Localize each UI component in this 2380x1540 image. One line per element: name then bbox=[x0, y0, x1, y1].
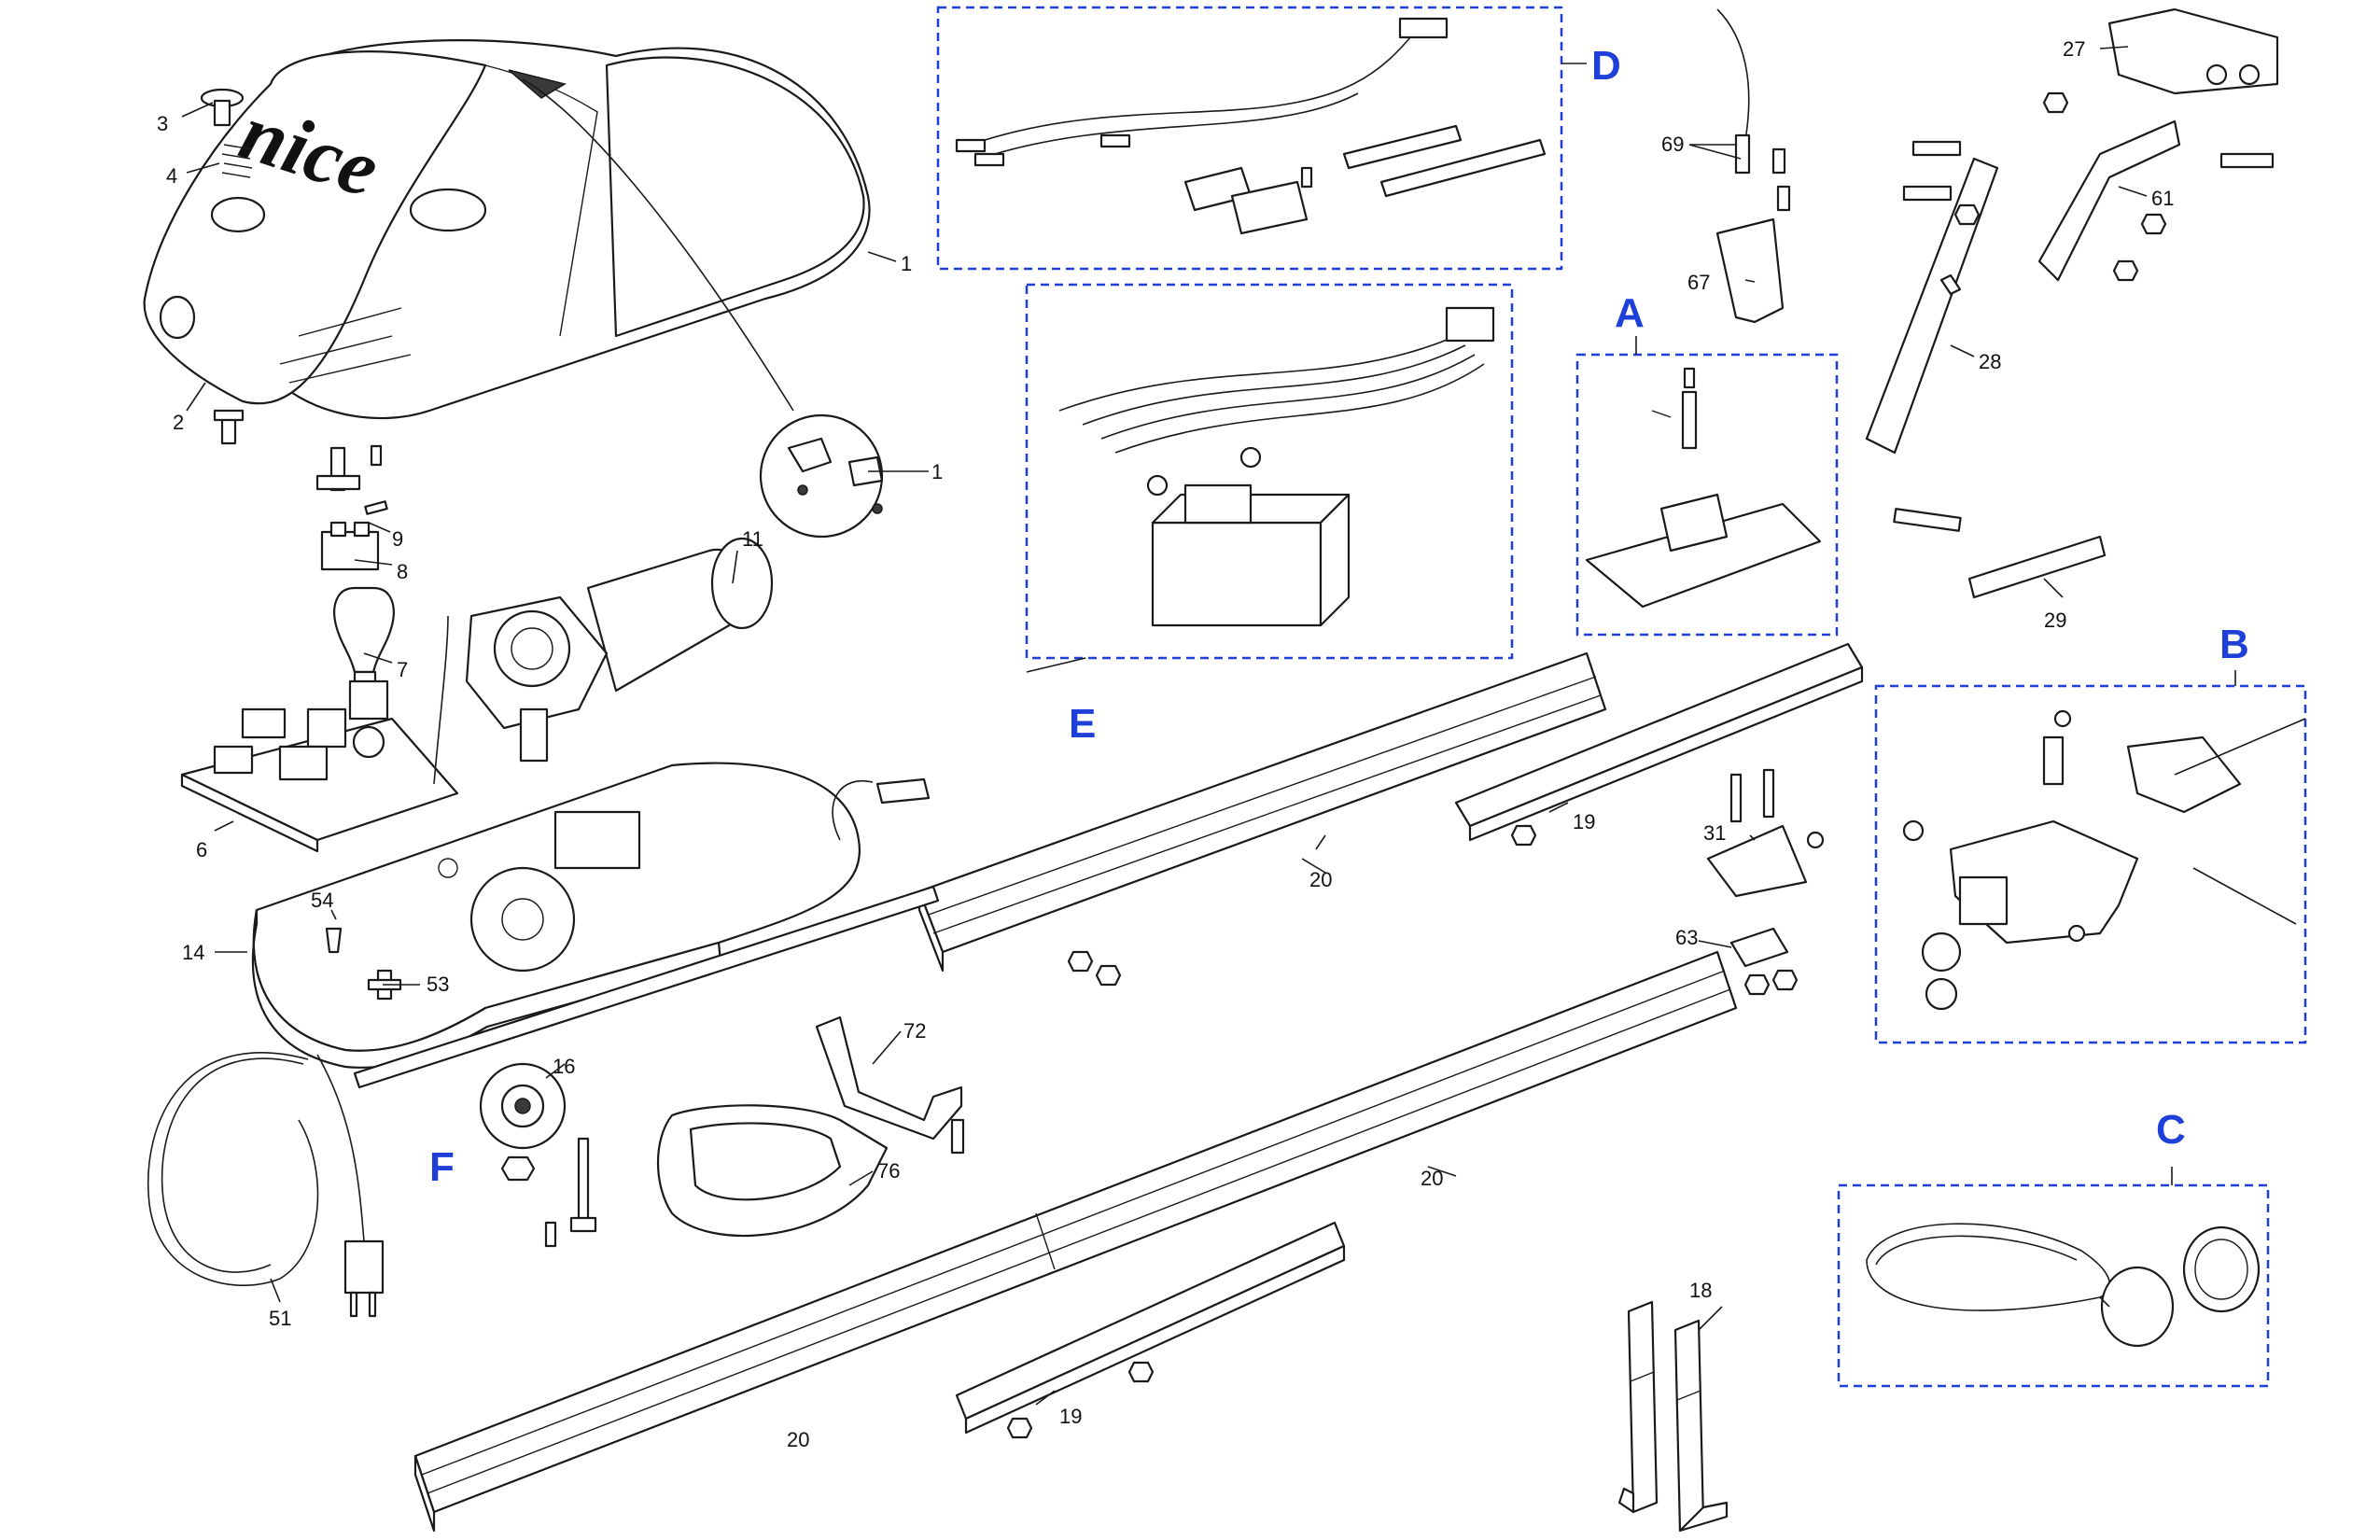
group-label-e: E bbox=[1069, 701, 1096, 747]
callout-72: 72 bbox=[903, 1019, 926, 1043]
callout-31: 31 bbox=[1703, 821, 1726, 845]
callout-8: 8 bbox=[397, 560, 408, 583]
callout-28: 28 bbox=[1979, 350, 2001, 373]
cable-clamp bbox=[832, 777, 931, 841]
callout-67: 67 bbox=[1687, 271, 1710, 294]
callout-16: 16 bbox=[553, 1055, 575, 1078]
knob-part bbox=[200, 88, 245, 127]
nuts-lower bbox=[1006, 1361, 1155, 1439]
callout-29: 29 bbox=[2044, 609, 2066, 632]
callout-numbers: 3 4 1 2 1 9 8 7 11 6 14 54 53 16 51 72 7… bbox=[157, 37, 2174, 1451]
nut-part bbox=[500, 1155, 536, 1182]
rail-upper-20 bbox=[353, 651, 1607, 1089]
group-label-b: B bbox=[2219, 622, 2249, 667]
callout-1-detail: 1 bbox=[931, 460, 943, 483]
lamp-bulb-7 bbox=[333, 586, 395, 693]
switch-part-9 bbox=[315, 444, 388, 515]
cable-69 bbox=[1716, 8, 1791, 212]
callout-63: 63 bbox=[1675, 926, 1698, 949]
callout-11: 11 bbox=[742, 527, 763, 551]
arm-28 bbox=[1865, 157, 1999, 455]
group-c-box bbox=[1837, 1183, 2270, 1388]
callout-20-lower: 20 bbox=[787, 1428, 809, 1451]
group-b-parts bbox=[1902, 709, 2306, 1011]
motor-11 bbox=[433, 537, 774, 785]
callout-61: 61 bbox=[2151, 187, 2174, 210]
callout-1: 1 bbox=[901, 252, 912, 275]
bracket-29 bbox=[1967, 535, 2107, 599]
control-board-6 bbox=[180, 679, 459, 853]
callout-76: 76 bbox=[877, 1159, 900, 1183]
base-plate-14 bbox=[251, 762, 861, 1069]
plate-63 bbox=[1729, 927, 1799, 996]
power-cord-51 bbox=[147, 1052, 385, 1318]
callout-leaders bbox=[181, 46, 2236, 1406]
callout-2: 2 bbox=[173, 411, 184, 434]
callout-6: 6 bbox=[196, 838, 207, 861]
callout-19-lower: 19 bbox=[1059, 1405, 1082, 1428]
group-label-a: A bbox=[1615, 290, 1645, 336]
bracket-31 bbox=[1706, 768, 1825, 898]
group-c-parts bbox=[1866, 1223, 2261, 1348]
group-d-parts bbox=[955, 17, 1547, 235]
door-bracket-27 bbox=[2107, 7, 2279, 95]
callout-51: 51 bbox=[269, 1307, 291, 1330]
nuts-upper bbox=[1067, 824, 1537, 987]
spring-part bbox=[221, 144, 253, 178]
callout-53: 53 bbox=[427, 973, 449, 996]
group-labels: D A E B C F bbox=[429, 43, 2249, 1190]
bolts-upper-right bbox=[1893, 91, 2275, 532]
hanging-bracket-18 bbox=[1617, 1300, 1729, 1533]
chain-guard-76 bbox=[657, 1104, 889, 1238]
group-d-box bbox=[936, 6, 1563, 271]
callout-14: 14 bbox=[182, 941, 204, 964]
group-e-box bbox=[1025, 283, 1514, 660]
callout-69: 69 bbox=[1661, 133, 1684, 156]
long-bolt bbox=[569, 1137, 597, 1233]
group-a-box bbox=[1575, 353, 1839, 637]
lamp-holder-8 bbox=[320, 521, 380, 571]
mounting-plate-19-lower bbox=[955, 1221, 1346, 1435]
callout-19-upper: 19 bbox=[1573, 810, 1595, 833]
callout-7: 7 bbox=[397, 658, 408, 681]
group-e-parts bbox=[1058, 306, 1495, 627]
sprocket-16 bbox=[479, 1062, 567, 1150]
group-a-parts bbox=[1585, 367, 1822, 609]
callout-9: 9 bbox=[392, 527, 403, 551]
callout-20-middle: 20 bbox=[1421, 1167, 1443, 1190]
callout-18: 18 bbox=[1689, 1279, 1712, 1302]
group-label-c: C bbox=[2156, 1107, 2186, 1153]
callout-20-upper: 20 bbox=[1309, 868, 1332, 891]
bracket-72 bbox=[815, 1015, 965, 1155]
group-label-f: F bbox=[429, 1144, 455, 1190]
detail-circle bbox=[759, 413, 884, 539]
group-label-d: D bbox=[1591, 43, 1621, 89]
callout-54: 54 bbox=[311, 889, 333, 912]
rail-lower-20 bbox=[413, 950, 1738, 1533]
arm-61 bbox=[2037, 119, 2181, 282]
callout-4: 4 bbox=[166, 164, 177, 188]
small-bolt bbox=[544, 1221, 557, 1248]
bracket-67 bbox=[1715, 217, 1785, 324]
mounting-plate-19-upper bbox=[1454, 642, 1864, 842]
screw-54 bbox=[325, 927, 343, 954]
motor-cover bbox=[143, 39, 871, 420]
cover-screw bbox=[213, 409, 245, 445]
callout-3: 3 bbox=[157, 112, 168, 135]
group-b-box bbox=[1874, 684, 2307, 1044]
callout-27: 27 bbox=[2063, 37, 2085, 61]
